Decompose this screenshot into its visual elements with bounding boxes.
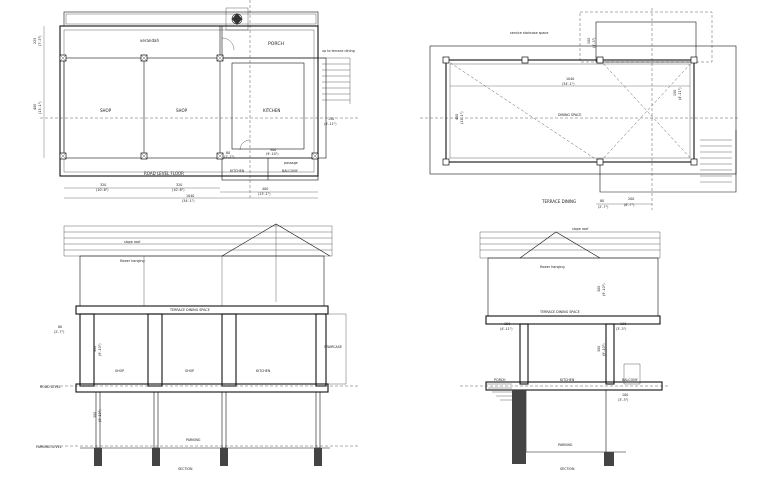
shop-2-label: SHOP [176, 108, 188, 113]
dim-terrace-top-right-ft: (3'-3") [592, 38, 596, 48]
dim-bottom-2: 320 [176, 183, 182, 187]
dim-sec-b-w1-ft: (4'-11") [500, 327, 512, 331]
slope-roof-label-b: slope roof [572, 227, 589, 231]
dim-sec-a-h2: 300 [93, 412, 97, 418]
dim-bottom-1-ft: (10'-6") [96, 188, 108, 192]
staircase-label-a: STAIRCASE [324, 345, 342, 349]
dim-right: 150 [328, 117, 334, 121]
dim-sec-a-h1-ft: (9'-10") [98, 344, 102, 356]
terrace-plan-title: TERRACE DINING [541, 199, 576, 204]
dim-terrace-bottom-2: 200 [628, 197, 634, 201]
kitchen-lower-label: KITCHEN [230, 169, 245, 173]
balcony-label-b: BALCONY [622, 378, 639, 382]
dim-inner-1-ft: (9'-10") [266, 152, 278, 156]
dim-sec-a-p1-ft: (2'-7") [54, 330, 64, 334]
section-b: slope roof flower hanging TERRACE DINING… [460, 227, 670, 471]
parking-label-b: PARKING [558, 443, 573, 447]
dim-sec-b-b1: 100 [622, 393, 628, 397]
dim-bottom-3-ft: (13'-1") [258, 192, 270, 196]
kitchen-label-a: KITCHEN [256, 369, 271, 373]
kitchen-label: KITCHEN [263, 108, 280, 113]
dim-sec-b-h1-ft: (9'-10") [602, 344, 606, 356]
porch-label-b: PORCH [494, 378, 506, 382]
dim-sec-b-h1: 300 [597, 346, 601, 352]
kitchen-label-b: KITCHEN [560, 378, 575, 382]
ground-floor-plan: verandah PORCH up to terrace dining SHOP… [33, 0, 360, 203]
stair-note: up to terrace dining [322, 49, 355, 53]
dim-sec-a-p1: 80 [58, 325, 62, 329]
terrace-label-a: TERRACE DINING SPACE [169, 308, 210, 312]
porch-label: PORCH [268, 41, 284, 47]
shop-1-label: SHOP [100, 108, 112, 113]
dim-inner-2: 80 [226, 151, 230, 155]
dim-terrace-left: 400 [455, 114, 459, 120]
terrace-plan: service staircase space DINING SPACE TER… [420, 8, 740, 210]
section-b-title: SECTION [560, 467, 575, 471]
dim-terrace-length: 1040 [566, 77, 574, 81]
dining-space-label: DINING SPACE [558, 113, 581, 117]
shop-1-label-a: SHOP [115, 369, 124, 373]
dim-sec-b-w2-ft: (3'-3") [616, 327, 626, 331]
shop-2-label-a: SHOP [185, 369, 194, 373]
dim-left-top-ft: (7'-5") [38, 36, 42, 46]
terrace-label-b: TERRACE DINING SPACE [539, 310, 580, 314]
verandah-label: verandah [140, 38, 159, 43]
dim-terrace-top-right: 100 [587, 38, 591, 44]
dim-terrace-bottom-1: 80 [600, 199, 604, 203]
balcony-label: BALCONY [282, 169, 299, 173]
tree-symbol-icon [225, 7, 249, 31]
dim-terrace-left-ft: (13'-1") [460, 112, 464, 124]
road-level-label: ROAD LEVEL [40, 385, 61, 389]
section-a: slope roof flower hanging TERRACE DINING… [36, 223, 360, 471]
dim-left-top: 225 [33, 38, 37, 44]
ground-plan-title: ROAD LEVEL FLOOR [144, 171, 184, 176]
dim-terrace-right-ft: (4'-11") [678, 88, 682, 100]
flower-label-b: flower hanging [540, 265, 565, 269]
dim-sec-b-h2-ft: (9'-10") [602, 284, 606, 296]
dim-sec-b-b1-ft: (3'-3") [618, 398, 628, 402]
dim-bottom-3: 400 [262, 187, 268, 191]
dim-sec-b-h2: 300 [597, 286, 601, 292]
slope-roof-label-a: slope roof [124, 240, 141, 244]
passage-label: passage [284, 161, 298, 165]
terrace-top-note: service staircase space [510, 31, 548, 35]
dim-bottom-1: 320 [100, 183, 106, 187]
dim-terrace-bottom-2-ft: (6'-7") [624, 203, 634, 207]
columns [59, 54, 319, 160]
parking-level-label: PARKING LEVEL [36, 445, 62, 449]
dim-left-side: 400 [33, 104, 37, 110]
dim-sec-b-w2: 100 [620, 322, 626, 326]
dim-inner-1: 300 [270, 148, 276, 152]
dim-terrace-bottom-1-ft: (2'-7") [598, 205, 608, 209]
dim-inner-2-ft: (2'-7") [224, 155, 234, 159]
dim-bottom-2-ft: (10'-6") [172, 188, 184, 192]
dim-sec-b-w1: 150 [504, 322, 510, 326]
parking-label-a: PARKING [186, 438, 201, 442]
dim-sec-a-h2-ft: (9'-10") [98, 410, 102, 422]
porch-steps [486, 383, 512, 401]
dim-total: 1040 [186, 194, 194, 198]
terrace-stair-steps [700, 139, 732, 183]
dim-right-ft: (4'-11") [324, 122, 336, 126]
dim-sec-a-h1: 300 [93, 346, 97, 352]
flower-label-a: flower hanging [120, 259, 145, 263]
dim-left-side-ft: (13'-1") [38, 102, 42, 114]
dim-terrace-length-ft: (34'-1") [562, 82, 574, 86]
staircase-steps [320, 57, 351, 104]
section-a-title: SECTION [178, 467, 193, 471]
dim-total-ft: (34'-1") [182, 199, 194, 203]
dim-terrace-right: 150 [673, 90, 677, 96]
